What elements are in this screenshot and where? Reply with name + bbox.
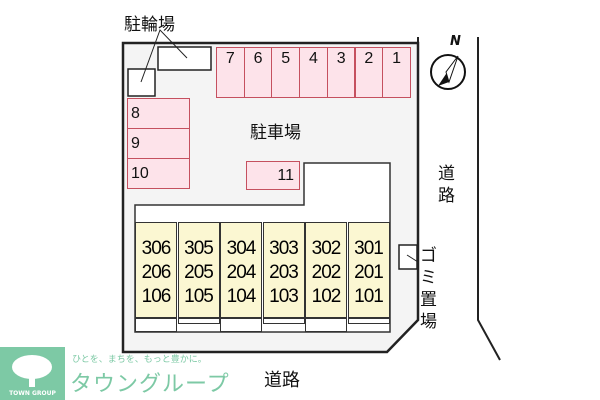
- unit-number: 304: [226, 238, 257, 259]
- unit-number: 202: [311, 262, 342, 283]
- bicycle-shed-2: [157, 46, 212, 71]
- unit-column: 305 205 105: [177, 222, 220, 318]
- unit-number: 305: [184, 238, 214, 259]
- balcony: [305, 318, 347, 332]
- bicycle-pointer: [140, 29, 188, 83]
- parking-stall-5: 5: [271, 47, 301, 98]
- unit-number: 201: [354, 262, 384, 283]
- balcony: [220, 318, 262, 332]
- unit-number: 301: [354, 238, 384, 259]
- balcony: [347, 318, 390, 324]
- parking-stall-4: 4: [299, 47, 328, 98]
- logo-name: タウングループ: [70, 372, 230, 397]
- logo-tagline: ひとを、まちを、もっと豊かに。: [72, 355, 207, 365]
- logo-emblem-text: TOWN GROUP: [9, 390, 56, 397]
- parking-stall-1: 1: [382, 47, 411, 98]
- unit-number: 103: [269, 286, 299, 307]
- unit-number: 203: [269, 262, 299, 283]
- garbage-label: ゴミ置場: [420, 246, 439, 332]
- unit-number: 106: [141, 286, 172, 307]
- unit-column: 302 202 102: [305, 222, 347, 318]
- parking-stall-7: 7: [216, 47, 245, 98]
- garbage-box: [398, 244, 418, 270]
- bicycle-shed-1: [127, 68, 156, 97]
- unit-number: 204: [226, 262, 257, 283]
- parking-stall-8: 8: [127, 98, 190, 129]
- unit-number: 206: [141, 262, 172, 283]
- unit-number: 306: [141, 238, 172, 259]
- parking-stall-9: 9: [127, 128, 190, 159]
- parking-stall-3: 3: [326, 47, 356, 98]
- parking-label: 駐車場: [250, 123, 301, 143]
- unit-column: 306 206 106: [135, 222, 177, 318]
- unit-number: 302: [311, 238, 342, 259]
- unit-number: 205: [184, 262, 214, 283]
- balcony: [135, 318, 177, 332]
- bicycle-parking-label: 駐輪場: [124, 15, 175, 35]
- garbage-pointer: [406, 254, 419, 263]
- road-bottom-label: 道路: [264, 370, 300, 391]
- unit-column: 303 203 103: [262, 222, 305, 318]
- north-label: N: [450, 34, 461, 49]
- unit-column: 301 201 101: [347, 222, 390, 318]
- unit-number: 303: [269, 238, 299, 259]
- unit-number: 101: [354, 286, 384, 307]
- north-compass-icon: [430, 54, 466, 90]
- parking-stall-10: 10: [127, 158, 190, 189]
- unit-number: 102: [311, 286, 342, 307]
- parking-stall-11: 11: [246, 161, 300, 190]
- unit-number: 105: [184, 286, 214, 307]
- road-right-label: 道路: [438, 164, 455, 206]
- unit-column: 304 204 104: [220, 222, 262, 318]
- logo-emblem: TOWN GROUP: [0, 347, 65, 400]
- balcony: [262, 318, 305, 324]
- parking-stall-2: 2: [354, 47, 384, 98]
- unit-number: 104: [226, 286, 257, 307]
- road-right-edge: [477, 37, 501, 361]
- parking-stall-6: 6: [243, 47, 273, 98]
- balcony: [177, 318, 220, 324]
